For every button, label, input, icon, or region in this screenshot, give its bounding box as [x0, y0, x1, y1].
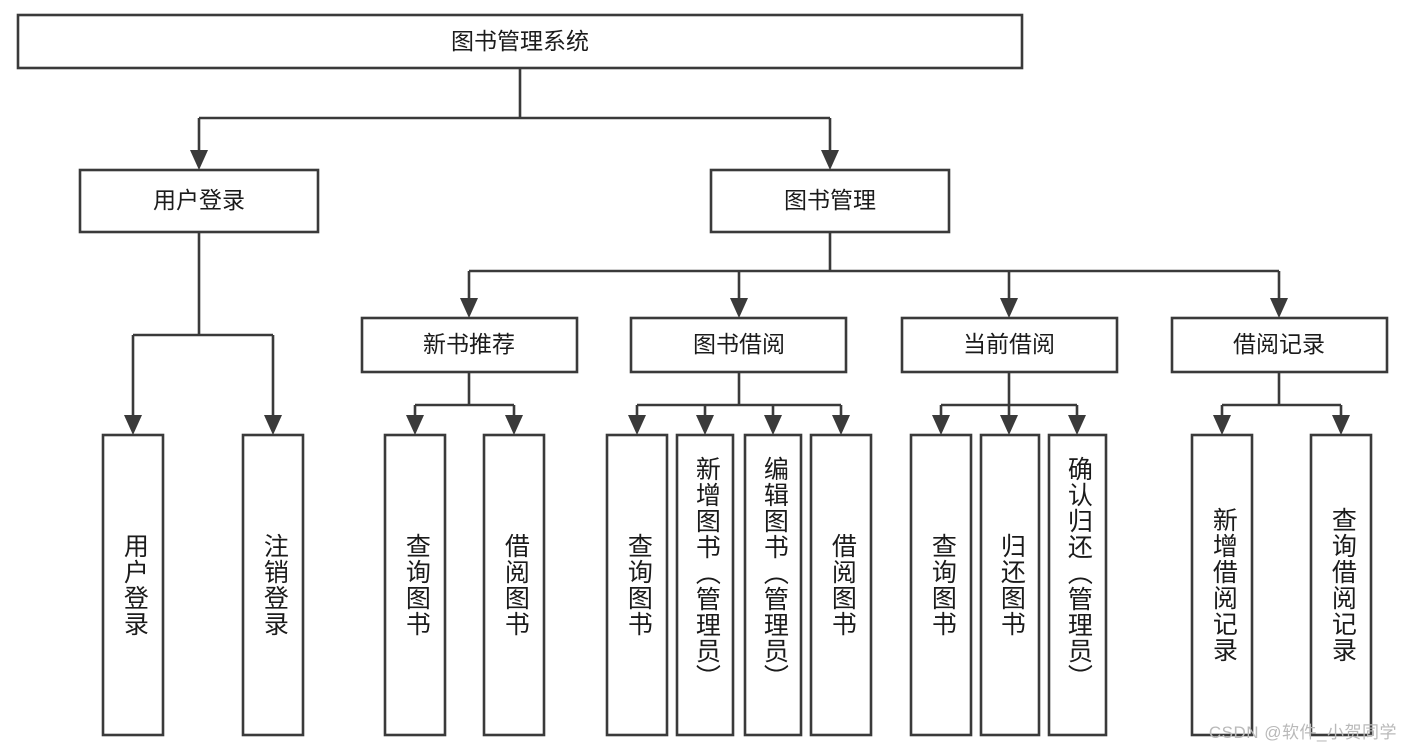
- node-book-borrow[interactable]: 图书借阅: [629, 316, 848, 374]
- leaf-return-book-label: 归还图书: [997, 533, 1026, 637]
- leaf-user-login[interactable]: 用户登录: [101, 433, 165, 737]
- arrowhead-borrow-records: [1270, 298, 1288, 318]
- leaf-add-borrow-record[interactable]: 新增借阅记录: [1190, 433, 1254, 737]
- leaf-logout-box[interactable]: [241, 433, 305, 737]
- leaf-add-book-box[interactable]: [675, 433, 735, 737]
- edge-group-borrow-records: [1213, 372, 1350, 435]
- leaf-confirm-return[interactable]: 确认归还（管理员）: [1047, 433, 1108, 737]
- node-current-borrow[interactable]: 当前借阅: [900, 316, 1119, 374]
- leaf-query-book-new-label: 查询图书: [402, 533, 431, 637]
- arrowhead-leaf-user-login: [124, 415, 142, 435]
- arrowhead-leaf-return-book: [1000, 415, 1018, 435]
- leaf-query-book-current[interactable]: 查询图书: [909, 433, 973, 737]
- csdn-watermark: CSDN @软件_小贺同学: [1208, 723, 1397, 742]
- leaf-query-book-current-label: 查询图书: [928, 533, 957, 637]
- edge-group-root: [190, 68, 839, 170]
- arrowhead-leaf-query-book-cb: [932, 415, 950, 435]
- arrowhead-leaf-add-book: [696, 415, 714, 435]
- node-new-book-recommend-label: 新书推荐: [423, 331, 515, 357]
- leaf-borrow-book-new-box[interactable]: [482, 433, 546, 737]
- leaf-borrow-book-new-label: 借阅图书: [501, 533, 530, 637]
- arrowhead-user-login: [190, 150, 208, 170]
- leaf-query-borrow-record-label: 查询借阅记录: [1328, 507, 1357, 663]
- node-user-login-box[interactable]: [78, 168, 320, 234]
- node-root-label: 图书管理系统: [451, 28, 589, 54]
- leaf-borrow-book-label: 借阅图书: [828, 533, 857, 637]
- node-new-book-recommend-box[interactable]: [360, 316, 579, 374]
- arrowhead-leaf-borrow-book-bb: [832, 415, 850, 435]
- arrowhead-leaf-query-book-nb: [406, 415, 424, 435]
- leaf-return-book[interactable]: 归还图书: [979, 433, 1041, 737]
- node-root-box[interactable]: [16, 13, 1024, 70]
- node-book-management-box[interactable]: [709, 168, 951, 234]
- edge-group-book-borrow: [628, 372, 850, 435]
- node-current-borrow-box[interactable]: [900, 316, 1119, 374]
- leaf-query-book-borrow-label: 查询图书: [624, 533, 653, 637]
- leaf-logout[interactable]: 注销登录: [241, 433, 305, 737]
- leaf-user-login-label: 用户登录: [120, 533, 149, 637]
- node-book-management[interactable]: 图书管理: [709, 168, 951, 234]
- edge-group-current-borrow: [932, 372, 1086, 435]
- arrowhead-leaf-query-record: [1332, 415, 1350, 435]
- leaf-borrow-book[interactable]: 借阅图书: [809, 433, 873, 737]
- leaf-query-book-current-box[interactable]: [909, 433, 973, 737]
- leaf-query-borrow-record-box[interactable]: [1309, 433, 1373, 737]
- leaf-query-book-borrow-box[interactable]: [605, 433, 669, 737]
- node-current-borrow-label: 当前借阅: [963, 331, 1055, 357]
- leaf-query-borrow-record[interactable]: 查询借阅记录: [1309, 433, 1373, 737]
- arrowhead-leaf-edit-book: [764, 415, 782, 435]
- leaf-edit-book[interactable]: 编辑图书（管理员）: [743, 433, 803, 737]
- node-book-borrow-label: 图书借阅: [693, 331, 785, 357]
- arrowhead-leaf-borrow-book-nb: [505, 415, 523, 435]
- leaf-query-book-new-box[interactable]: [383, 433, 447, 737]
- node-borrow-records-label: 借阅记录: [1233, 331, 1325, 357]
- leaf-edit-book-box[interactable]: [743, 433, 803, 737]
- leaf-confirm-return-box[interactable]: [1047, 433, 1108, 737]
- edge-group-book-mgmt: [460, 232, 1288, 318]
- arrowhead-new-books: [460, 298, 478, 318]
- node-new-book-recommend[interactable]: 新书推荐: [360, 316, 579, 374]
- leaf-confirm-return-label: 确认归还（管理员）: [1064, 456, 1093, 690]
- arrowhead-leaf-query-book-bb: [628, 415, 646, 435]
- arrowhead-leaf-confirm-return: [1068, 415, 1086, 435]
- node-root[interactable]: 图书管理系统: [16, 13, 1024, 70]
- leaf-add-borrow-record-box[interactable]: [1190, 433, 1254, 737]
- leaf-add-borrow-record-label: 新增借阅记录: [1209, 507, 1238, 663]
- leaf-borrow-book-new[interactable]: 借阅图书: [482, 433, 546, 737]
- leaf-add-book-label: 新增图书（管理员）: [692, 456, 721, 690]
- arrowhead-book-borrow: [730, 298, 748, 318]
- node-book-management-label: 图书管理: [784, 187, 876, 213]
- edge-group-user-login: [124, 232, 282, 435]
- leaf-borrow-book-box[interactable]: [809, 433, 873, 737]
- leaf-query-book-new[interactable]: 查询图书: [383, 433, 447, 737]
- node-borrow-records[interactable]: 借阅记录: [1170, 316, 1389, 374]
- leaf-query-book-borrow[interactable]: 查询图书: [605, 433, 669, 737]
- leaf-logout-label: 注销登录: [260, 533, 289, 637]
- node-book-borrow-box[interactable]: [629, 316, 848, 374]
- arrowhead-leaf-logout: [264, 415, 282, 435]
- arrowhead-leaf-add-record: [1213, 415, 1231, 435]
- node-user-login-label: 用户登录: [153, 187, 245, 213]
- arrowhead-book-mgmt: [821, 150, 839, 170]
- leaf-user-login-box[interactable]: [101, 433, 165, 737]
- arrowhead-current-borrow: [1000, 298, 1018, 318]
- leaf-add-book[interactable]: 新增图书（管理员）: [675, 433, 735, 737]
- edge-group-new-books: [406, 372, 523, 435]
- node-user-login[interactable]: 用户登录: [78, 168, 320, 234]
- node-borrow-records-box[interactable]: [1170, 316, 1389, 374]
- leaf-return-book-box[interactable]: [979, 433, 1041, 737]
- leaf-edit-book-label: 编辑图书（管理员）: [760, 456, 789, 690]
